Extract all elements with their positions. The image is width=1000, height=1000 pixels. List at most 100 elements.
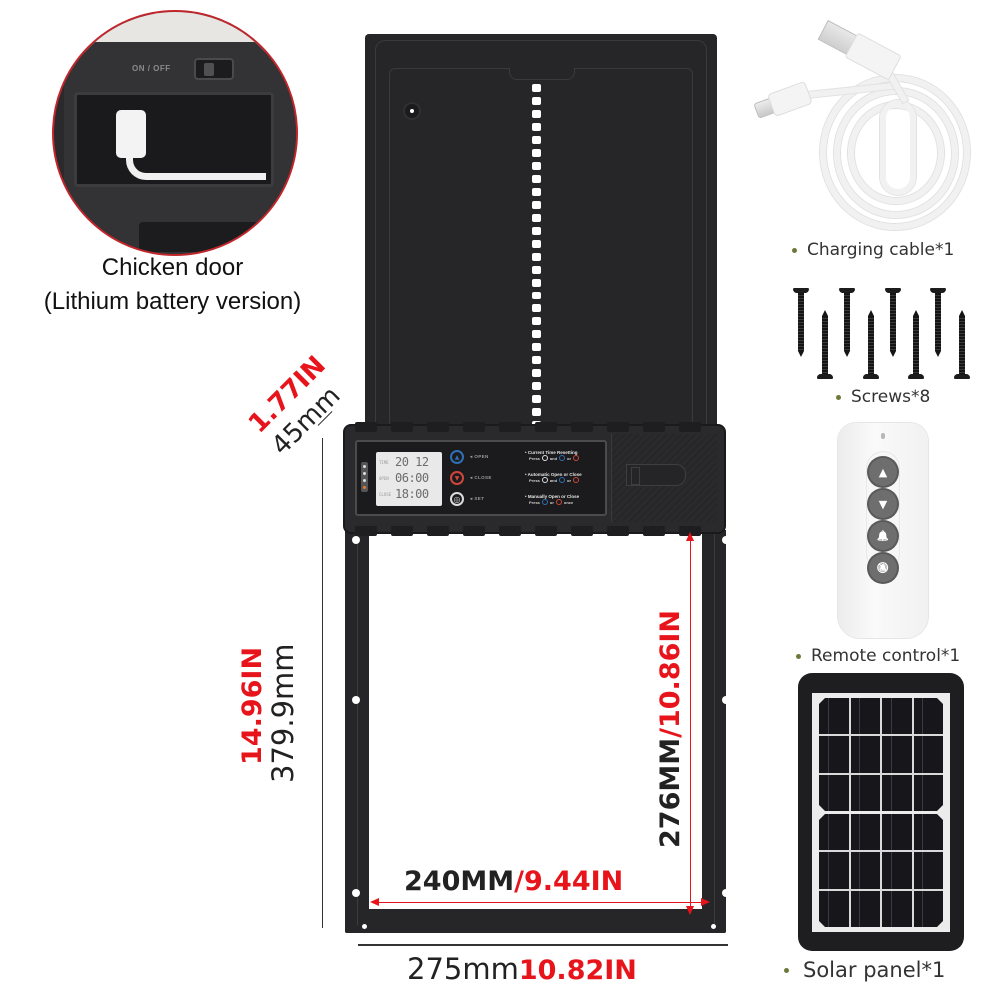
bell-off-icon: 🔕 bbox=[876, 562, 890, 574]
mount-hole bbox=[352, 696, 360, 704]
charging-cable-caption: Charging cable*1 bbox=[792, 240, 954, 260]
screw bbox=[930, 288, 946, 357]
bullet-icon bbox=[836, 394, 841, 400]
lcd-display: TIME 20 12 OPEN 06:00 CLOSE 18:00 bbox=[376, 452, 442, 506]
height-dimension-line bbox=[322, 438, 323, 928]
panel-bolt bbox=[405, 104, 419, 118]
instruction-auto: • Automatic Open or Close Press and or bbox=[525, 472, 582, 483]
arrow-left-icon bbox=[370, 898, 379, 906]
housing-ribs-bottom bbox=[355, 526, 715, 536]
bullet-icon bbox=[784, 967, 789, 973]
screw bbox=[954, 310, 970, 379]
instruction-time-reset: • Current Time Resetting Press and or bbox=[525, 450, 580, 461]
arrow-down-icon bbox=[686, 906, 694, 915]
battery-cavity bbox=[74, 92, 274, 187]
remote-alarm-button: 🔔 bbox=[869, 522, 897, 550]
screw bbox=[885, 288, 901, 357]
remote-control-image: ▲ ▼ 🔔 🔕 bbox=[838, 423, 928, 638]
up-dot-icon bbox=[559, 455, 566, 461]
arrow-down-icon: ▼ bbox=[878, 497, 888, 511]
opening-width-label: 240MM/9.44IN bbox=[404, 866, 624, 897]
charging-cable-image bbox=[740, 0, 990, 235]
solar-panel-backing bbox=[812, 693, 950, 932]
inset-caption-subtitle: (Lithium battery version) bbox=[43, 288, 302, 315]
close-button[interactable]: ▼ bbox=[450, 471, 464, 485]
down-dot-icon bbox=[573, 477, 580, 483]
opening-width-line bbox=[372, 902, 708, 903]
gear-icon: ◎ bbox=[453, 494, 461, 504]
down-dot-icon bbox=[555, 499, 562, 505]
on-off-label: ON / OFF bbox=[132, 64, 171, 73]
screw bbox=[863, 310, 879, 379]
inset-caption-title: Chicken door bbox=[101, 254, 244, 281]
door-latch bbox=[626, 464, 686, 486]
solar-cells-bottom bbox=[819, 814, 943, 927]
latch-area bbox=[611, 434, 717, 522]
bullet-icon bbox=[796, 653, 801, 659]
mount-hole bbox=[362, 924, 367, 929]
opening-height-line bbox=[690, 538, 691, 910]
arrow-up-icon: ▲ bbox=[454, 453, 460, 461]
solar-cells-top bbox=[819, 698, 943, 811]
opening-height-label: 276MM/10.86IN bbox=[655, 609, 686, 848]
set-dot-icon bbox=[541, 455, 548, 461]
screws-caption: Screws*8 bbox=[836, 387, 930, 407]
arrow-up-icon: ▲ bbox=[878, 465, 888, 479]
up-dot-icon bbox=[559, 477, 566, 483]
down-dot-icon bbox=[573, 455, 580, 461]
set-button[interactable]: ◎ bbox=[450, 492, 464, 506]
bullet-icon bbox=[792, 247, 797, 253]
bell-icon: 🔔 bbox=[876, 530, 890, 542]
usb-c-plug bbox=[116, 110, 146, 158]
screw bbox=[793, 288, 809, 357]
mount-hole bbox=[722, 696, 730, 704]
close-label: ◂ CLOSE bbox=[470, 475, 492, 480]
close-control[interactable]: ▼ ◂ CLOSE bbox=[450, 471, 492, 485]
open-label: ◂ OPEN bbox=[470, 454, 489, 459]
lcd-row-close: CLOSE 18:00 bbox=[379, 487, 429, 501]
lower-slot bbox=[139, 222, 259, 252]
mount-hole bbox=[352, 536, 360, 544]
remote-down-button: ▼ bbox=[869, 490, 897, 518]
arrow-up-icon bbox=[686, 532, 694, 541]
frame-edge-left bbox=[357, 530, 358, 925]
remote-up-button: ▲ bbox=[869, 458, 897, 486]
screw bbox=[908, 310, 924, 379]
panel-notch bbox=[509, 68, 575, 80]
power-switch bbox=[194, 58, 234, 80]
remote-led bbox=[881, 433, 885, 439]
battery-compartment-closeup: ON / OFF bbox=[52, 10, 298, 256]
open-control[interactable]: ▲ ◂ OPEN bbox=[450, 450, 489, 464]
lcd-row-time: TIME 20 12 bbox=[379, 455, 429, 469]
usb-cable-closeup bbox=[126, 152, 266, 180]
set-control[interactable]: ◎ ◂ SET bbox=[450, 492, 484, 506]
set-label: ◂ SET bbox=[470, 496, 485, 501]
open-button[interactable]: ▲ bbox=[450, 450, 464, 464]
up-dot-icon bbox=[541, 499, 548, 505]
housing-ribs-top bbox=[355, 422, 715, 432]
screw bbox=[817, 310, 833, 379]
mount-hole bbox=[711, 924, 716, 929]
panel-slot-column bbox=[532, 84, 542, 430]
screw bbox=[839, 288, 855, 357]
screws-image bbox=[793, 288, 983, 380]
solar-panel-caption: Solar panel*1 bbox=[784, 958, 945, 982]
mount-hole bbox=[722, 889, 730, 897]
lcd-row-open: OPEN 06:00 bbox=[379, 471, 429, 485]
remote-control-caption: Remote control*1 bbox=[796, 646, 960, 666]
height-inches: 14.96IN bbox=[237, 646, 268, 765]
remote-mute-button: 🔕 bbox=[869, 554, 897, 582]
mount-hole bbox=[352, 889, 360, 897]
arrow-down-icon: ▼ bbox=[454, 474, 460, 482]
instruction-manual: • Manually Open or Close Press or once bbox=[525, 494, 580, 505]
width-dimension-line bbox=[358, 944, 728, 946]
control-faceplate: TIME 20 12 OPEN 06:00 CLOSE 18:00 ▲ ◂ OP… bbox=[355, 440, 607, 516]
solar-panel-image bbox=[798, 673, 964, 951]
frame-edge-right bbox=[714, 530, 715, 925]
width-label: 275mm10.82IN bbox=[407, 952, 637, 986]
height-mm: 379.9mm bbox=[266, 643, 300, 783]
control-housing: TIME 20 12 OPEN 06:00 CLOSE 18:00 ▲ ◂ OP… bbox=[343, 422, 726, 536]
set-dot-icon bbox=[541, 477, 548, 483]
mount-hole bbox=[722, 536, 730, 544]
indicator-leds bbox=[361, 462, 368, 492]
